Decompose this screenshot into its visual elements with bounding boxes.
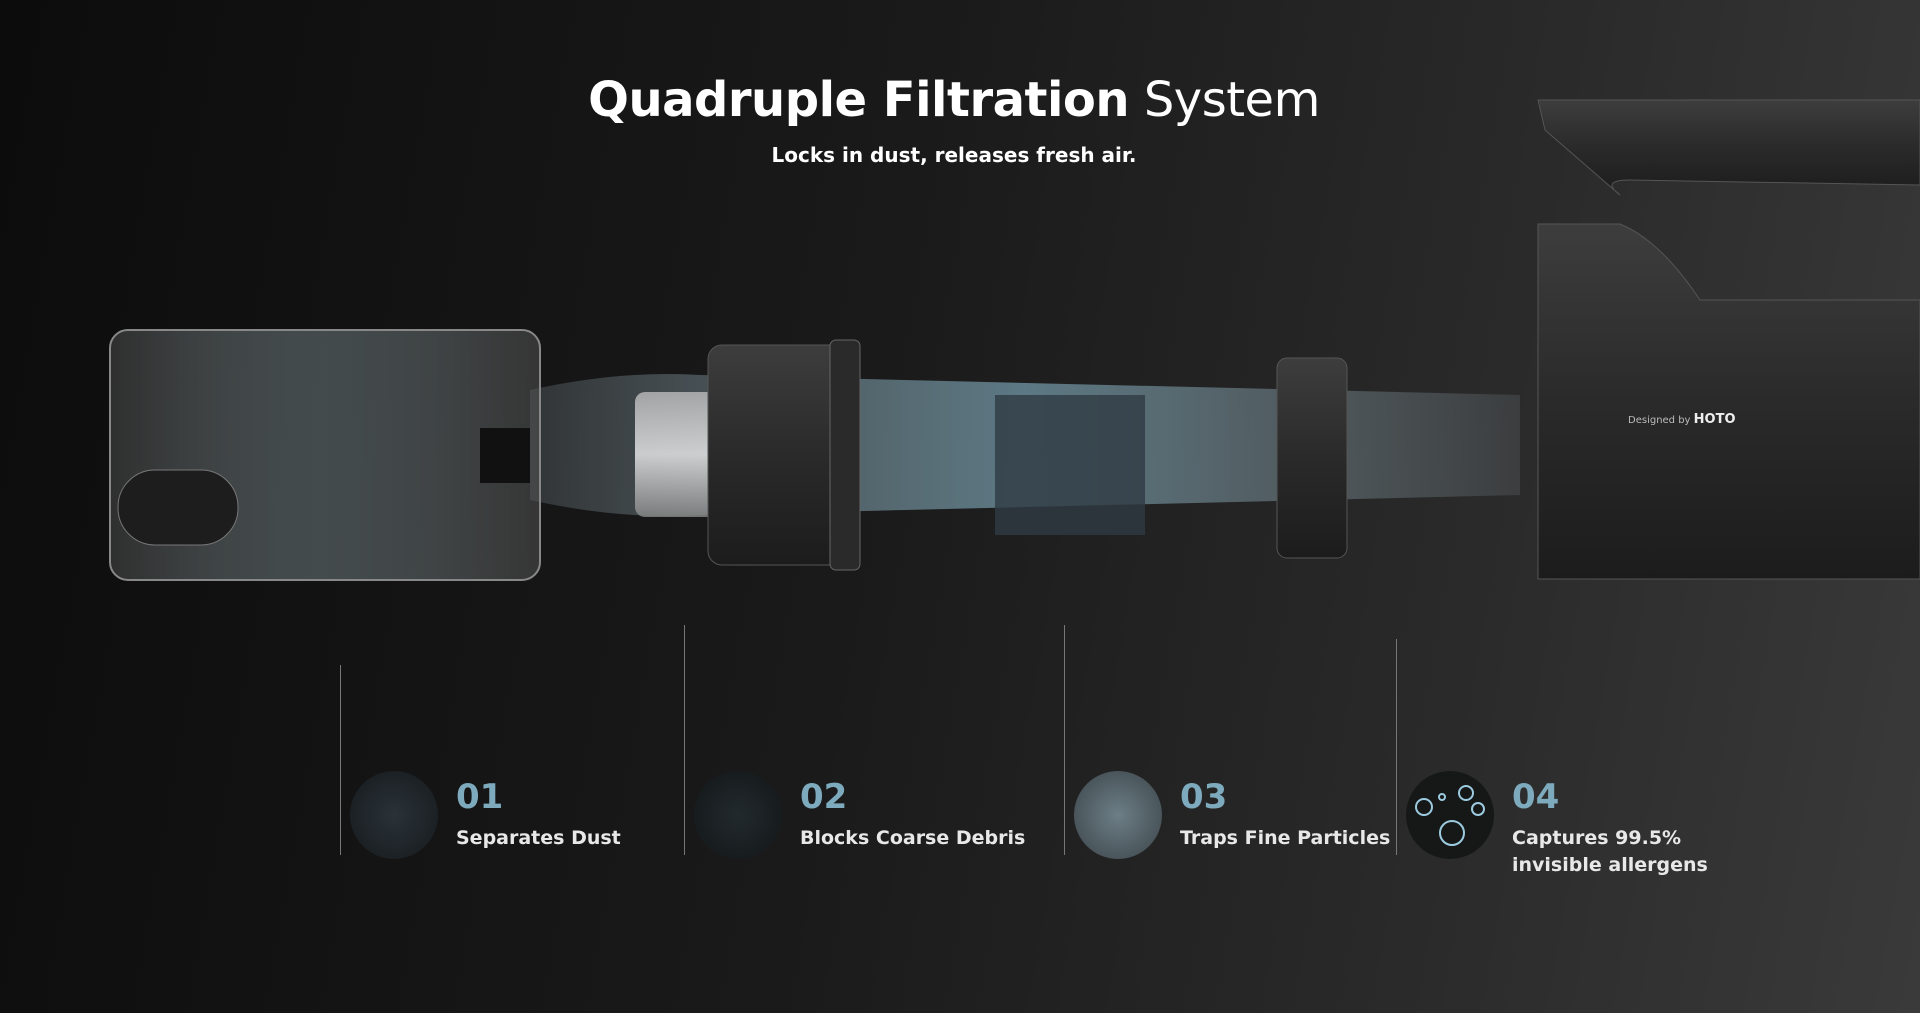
- divider: [1396, 639, 1397, 855]
- title-bold: Quadruple Filtration: [588, 72, 1130, 128]
- allergen-icon: [1406, 771, 1494, 859]
- feature-captures-allergens: 04 Captures 99.5% invisible allergens: [1396, 625, 1716, 876]
- brand-name: HOTO: [1693, 412, 1736, 427]
- feature-traps-fine-particles: 03 Traps Fine Particles: [1064, 625, 1394, 859]
- feature-label-line2: invisible allergens: [1512, 854, 1708, 876]
- title-light: System: [1143, 72, 1321, 128]
- feature-blocks-coarse-debris: 02 Blocks Coarse Debris: [684, 625, 1026, 859]
- filter-ring-1: [707, 339, 861, 571]
- feature-label: Separates Dust: [456, 827, 621, 849]
- divider: [340, 665, 341, 855]
- brand-prefix: Designed by: [1628, 415, 1691, 426]
- feature-number: 04: [1512, 777, 1560, 817]
- page-subtitle: Locks in dust, releases fresh air.: [771, 143, 1137, 167]
- divider: [1064, 625, 1065, 855]
- coarse-debris-icon: [694, 771, 782, 859]
- fine-particles-icon: [1074, 771, 1162, 859]
- feature-label: Traps Fine Particles: [1180, 827, 1391, 849]
- dust-particles-icon: [350, 771, 438, 859]
- feature-number: 02: [800, 777, 848, 817]
- divider: [684, 625, 685, 855]
- hepa-filter: [995, 395, 1145, 535]
- page-title: Quadruple Filtration System: [0, 72, 1908, 128]
- feature-number: 01: [456, 777, 504, 817]
- feature-label: Blocks Coarse Debris: [800, 827, 1026, 849]
- allergen-graphic: [1415, 785, 1485, 846]
- brand-mark: Designed by HOTO: [1628, 412, 1736, 427]
- dust-cup: [109, 329, 541, 581]
- vacuum-exploded-view: [109, 99, 1920, 581]
- motor-body: [1537, 99, 1920, 580]
- filter-ring-2: [1276, 357, 1348, 559]
- feature-number: 03: [1180, 777, 1228, 817]
- feature-label: Captures 99.5%: [1512, 827, 1682, 849]
- feature-separates-dust: 01 Separates Dust: [340, 625, 660, 859]
